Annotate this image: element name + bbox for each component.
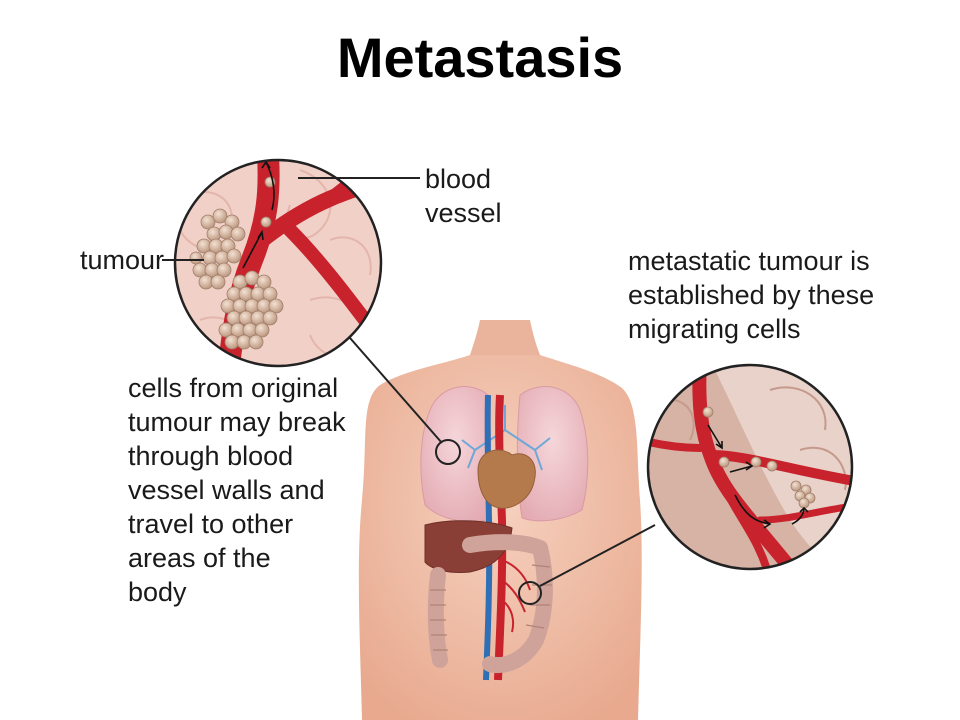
- primary-tumour-magnified-view: [173, 158, 383, 368]
- heart: [477, 449, 536, 509]
- tumour-label: tumour: [80, 245, 165, 275]
- aorta: [494, 394, 507, 681]
- right-lung: [516, 386, 589, 522]
- bronchi: [461, 405, 551, 471]
- flow-arrows: [242, 160, 275, 269]
- tumour-cluster-upper: [189, 208, 246, 290]
- tumour-cluster-lower: [218, 270, 284, 350]
- cells-break-through-label: cells from original tumour may break thr…: [128, 373, 346, 607]
- connector-right: [539, 524, 656, 587]
- mesenteric-vessels: [501, 559, 531, 633]
- neck: [470, 320, 540, 355]
- blood-vessel-label: blood vessel: [425, 164, 502, 228]
- connector-top: [349, 337, 443, 444]
- diagram-title: Metastasis: [336, 26, 624, 89]
- left-lung: [420, 386, 492, 523]
- migrating-cell: [260, 216, 272, 228]
- intestines: [427, 534, 553, 673]
- flow-arrows-right: [707, 424, 809, 529]
- metastatic-tumour-label: metastatic tumour is established by thes…: [628, 246, 875, 344]
- metastatic-site-magnified-view: [646, 363, 854, 571]
- lung-site-marker: [435, 439, 461, 465]
- vena-cava: [483, 394, 493, 681]
- intestine-site-marker: [518, 581, 542, 605]
